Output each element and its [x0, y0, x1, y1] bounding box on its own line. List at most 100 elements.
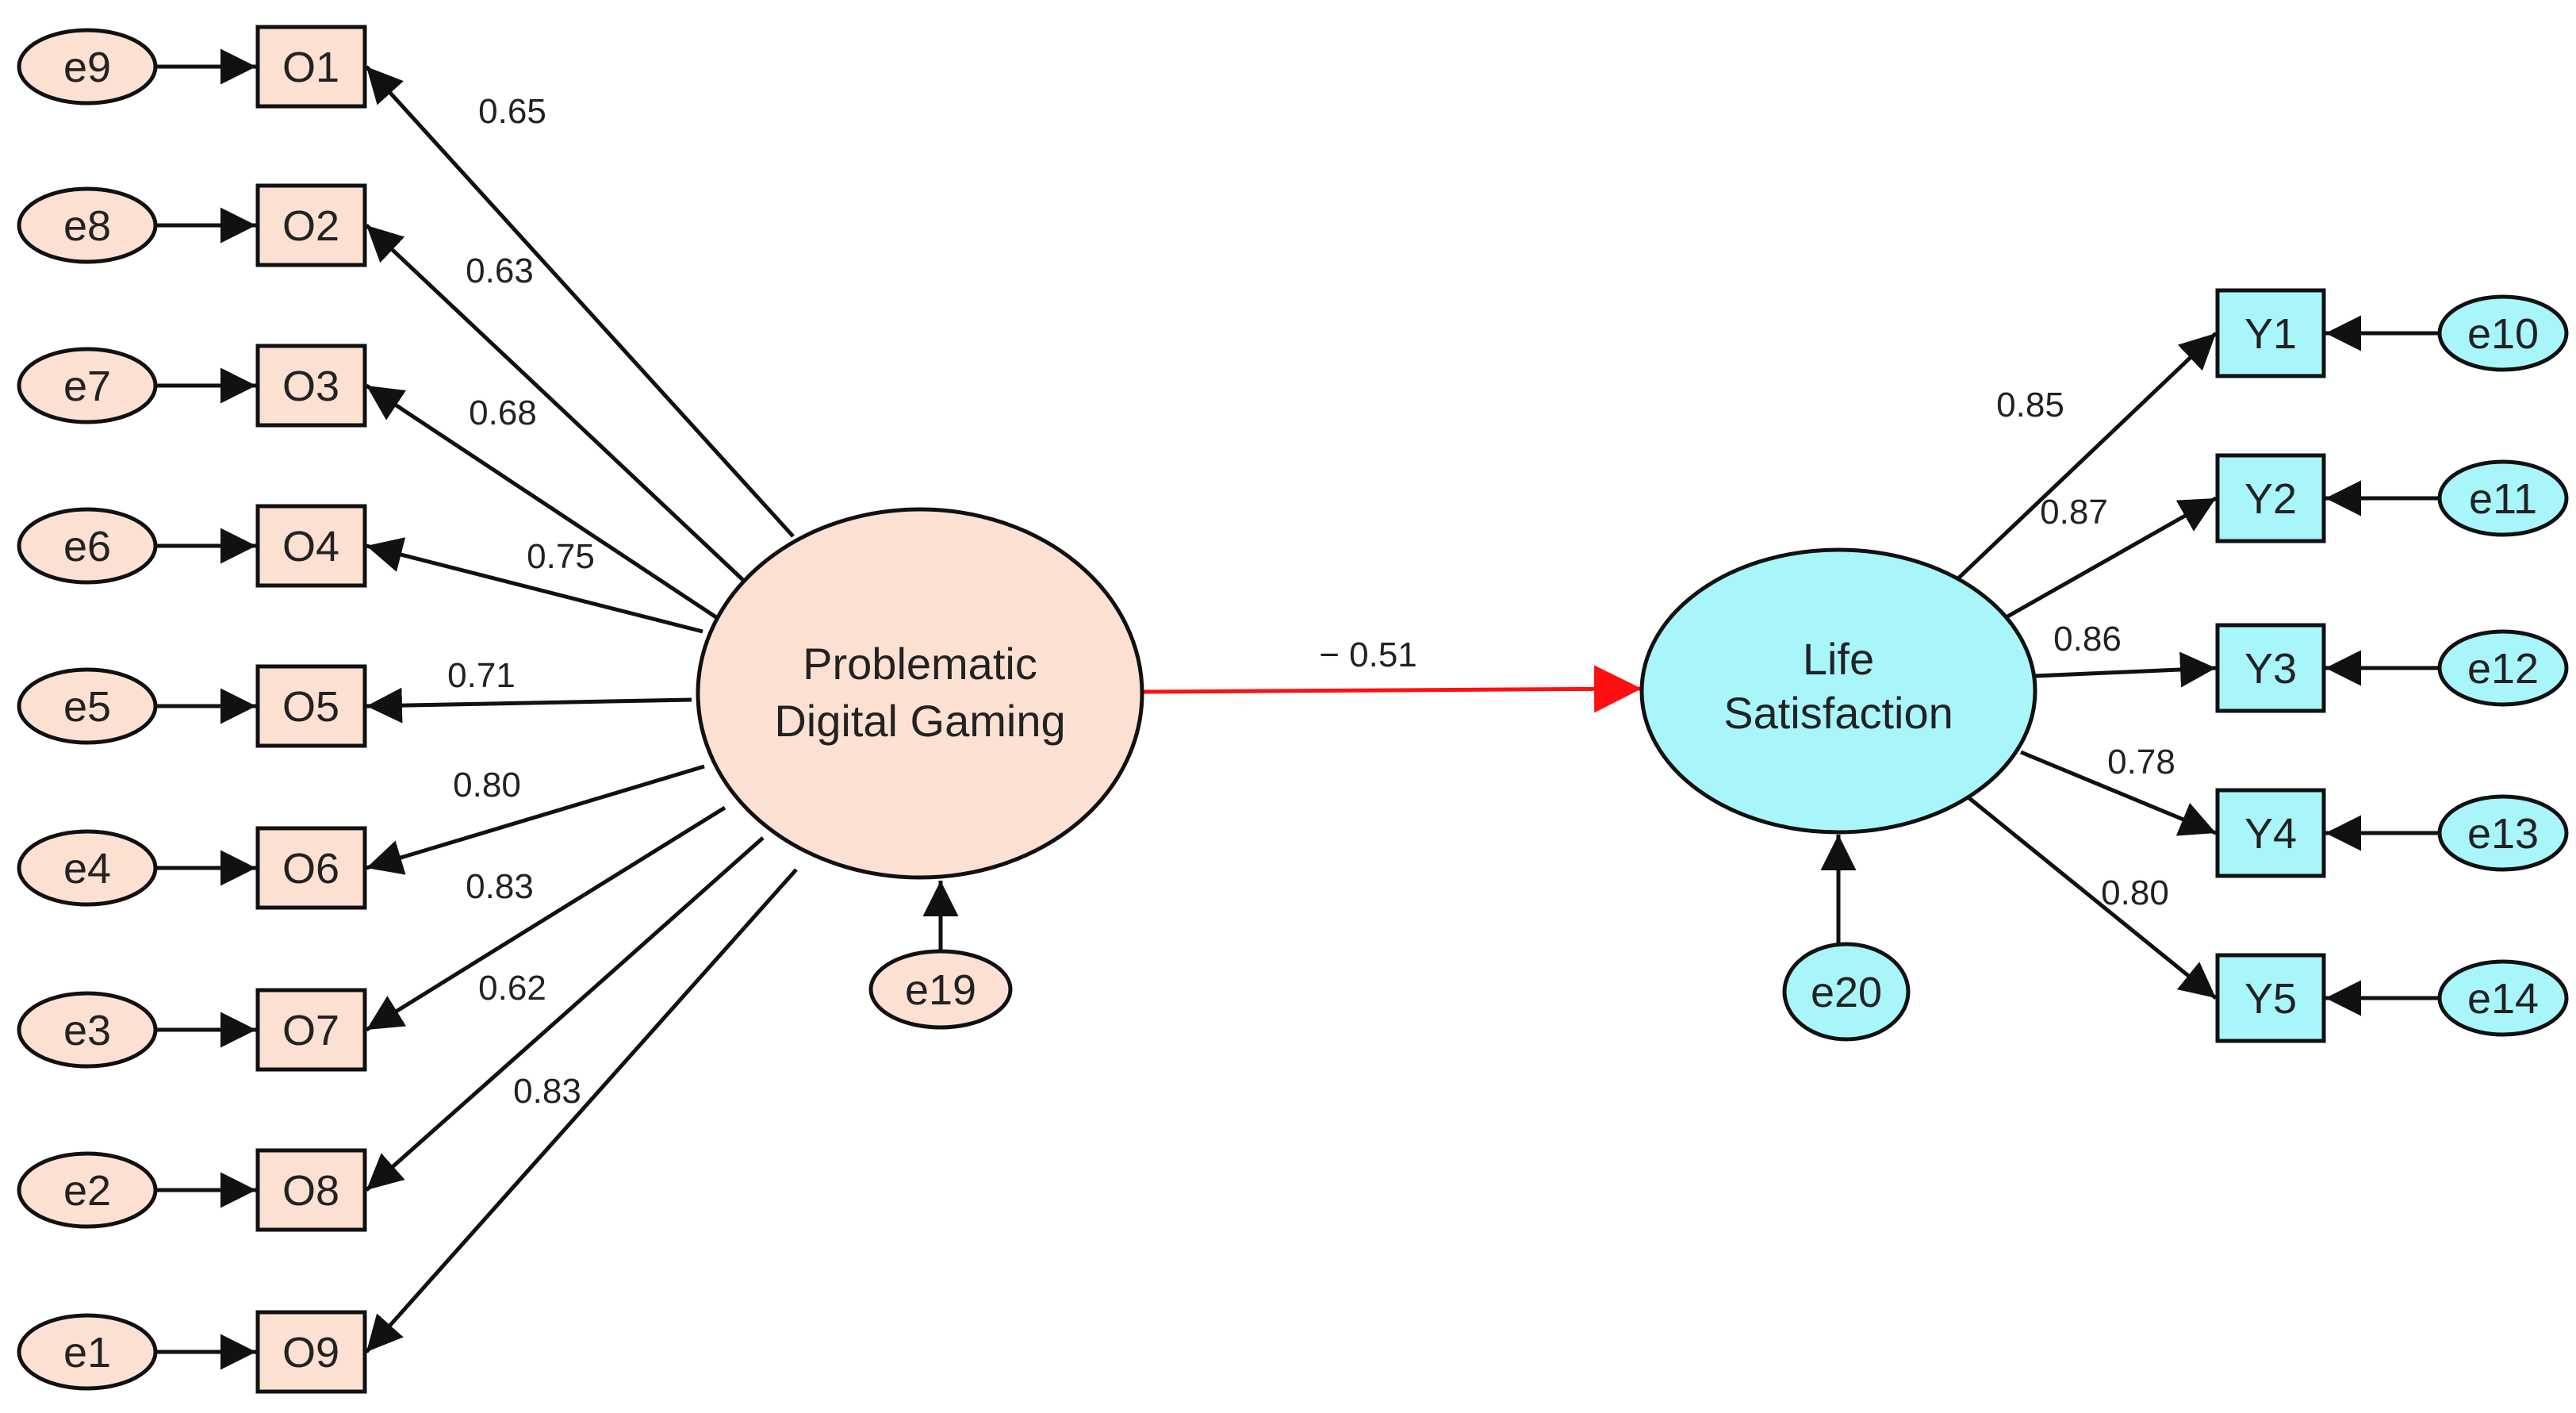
loading-label-y5: 0.80	[2101, 874, 2169, 912]
error-label: e13	[2467, 810, 2539, 858]
loading-label-o9: 0.83	[513, 1072, 581, 1111]
labels-layer: − 0.51 0.650.630.680.750.710.800.830.620…	[447, 92, 2175, 1111]
error-label: e12	[2467, 645, 2539, 693]
indicator-y3[interactable]: Y3	[2215, 623, 2326, 713]
indicator-label: Y2	[2244, 475, 2297, 523]
indicator-box	[255, 344, 367, 428]
error-e4[interactable]: e4	[17, 829, 158, 907]
error-e11[interactable]: e11	[2437, 459, 2569, 537]
error-e20-ellipse	[1782, 942, 1911, 1042]
latent-ls-ellipse	[1639, 547, 2037, 835]
structural-path-coefficient: − 0.51	[1319, 635, 1417, 674]
indicator-o7[interactable]: O7	[255, 988, 367, 1072]
error-label: e3	[63, 1007, 111, 1054]
error-ellipse	[17, 991, 158, 1069]
loading-label-o5: 0.71	[447, 656, 516, 695]
loading-label-o4: 0.75	[527, 537, 595, 576]
latent-pdg-label-line2: Digital Gaming	[774, 696, 1065, 746]
loading-label-o3: 0.68	[469, 394, 537, 432]
indicator-label: O2	[282, 202, 339, 250]
indicator-label: O8	[282, 1167, 339, 1215]
indicator-o8[interactable]: O8	[255, 1148, 367, 1232]
error-ellipse	[2437, 629, 2569, 707]
indicator-box	[2215, 953, 2326, 1043]
error-label: e1	[63, 1329, 111, 1377]
error-e9[interactable]: e9	[17, 28, 158, 106]
indicator-box	[255, 664, 367, 748]
indicator-o2[interactable]: O2	[255, 183, 367, 267]
error-e20-label: e20	[1811, 969, 1882, 1016]
indicator-o6[interactable]: O6	[255, 826, 367, 910]
error-e3[interactable]: e3	[17, 991, 158, 1069]
error-e19[interactable]: e19	[868, 949, 1013, 1030]
error-e8[interactable]: e8	[17, 186, 158, 264]
indicator-box	[255, 1148, 367, 1232]
loading-label-y2: 0.87	[2040, 493, 2108, 532]
indicator-box	[2215, 453, 2326, 543]
error-e14[interactable]: e14	[2437, 959, 2569, 1037]
loading-label-o7: 0.83	[466, 867, 534, 906]
nodes-layer: Problematic Digital Gaming Life Satisfac…	[17, 25, 2569, 1394]
error-label: e4	[63, 845, 111, 893]
error-ellipse	[17, 507, 158, 585]
indicator-o5[interactable]: O5	[255, 664, 367, 748]
indicator-label: O9	[282, 1329, 339, 1377]
error-ellipse	[2437, 794, 2569, 872]
indicator-y5[interactable]: Y5	[2215, 953, 2326, 1043]
indicator-label: Y3	[2244, 645, 2297, 693]
error-label: e2	[63, 1167, 111, 1215]
error-ellipse	[17, 667, 158, 745]
indicator-label: O1	[282, 44, 339, 91]
error-e13[interactable]: e13	[2437, 794, 2569, 872]
error-e7[interactable]: e7	[17, 347, 158, 424]
indicator-box	[255, 826, 367, 910]
loading-arrow-o5	[366, 687, 692, 724]
error-e5[interactable]: e5	[17, 667, 158, 745]
error-e2[interactable]: e2	[17, 1151, 158, 1229]
loading-arrow-o2	[365, 224, 747, 584]
indicator-o9[interactable]: O9	[255, 1310, 367, 1394]
indicator-y2[interactable]: Y2	[2215, 453, 2326, 543]
loading-label-y1: 0.85	[1996, 386, 2064, 424]
error-ellipse	[17, 1151, 158, 1229]
loading-arrow-o3	[365, 383, 725, 624]
indicator-y4[interactable]: Y4	[2215, 788, 2326, 878]
indicator-box	[2215, 288, 2326, 378]
error-e20[interactable]: e20	[1782, 942, 1911, 1042]
indicator-o4[interactable]: O4	[255, 504, 367, 588]
loading-arrow-o1	[365, 65, 795, 538]
indicator-box	[255, 1310, 367, 1394]
loading-arrow-o8	[365, 836, 765, 1192]
error-e10[interactable]: e10	[2437, 294, 2569, 372]
loading-arrow-y2	[2002, 496, 2218, 621]
latent-pdg-label-line1: Problematic	[803, 639, 1037, 689]
loading-arrow-y4	[2020, 750, 2217, 836]
error-e1[interactable]: e1	[17, 1313, 158, 1391]
loading-arrow-o4	[366, 537, 703, 634]
latent-ls-label-line2: Satisfaction	[1723, 688, 1953, 738]
edges-layer	[155, 48, 2440, 1370]
indicator-o3[interactable]: O3	[255, 344, 367, 428]
error-ellipse	[17, 1313, 158, 1391]
loading-arrow-o7	[365, 805, 726, 1032]
loading-arrow-y1	[1956, 332, 2218, 581]
indicator-box	[255, 988, 367, 1072]
error-ellipse	[2437, 459, 2569, 537]
latent-life-satisfaction[interactable]: Life Satisfaction	[1639, 547, 2037, 835]
indicator-label: O3	[282, 363, 339, 410]
error-e19-label: e19	[905, 966, 976, 1014]
indicator-o1[interactable]: O1	[255, 25, 367, 109]
indicator-label: O5	[282, 683, 339, 731]
error-e6[interactable]: e6	[17, 507, 158, 585]
indicator-label: O4	[282, 523, 339, 570]
error-e12[interactable]: e12	[2437, 629, 2569, 707]
error-label: e10	[2467, 310, 2539, 358]
loading-arrow-o6	[366, 764, 705, 875]
latent-problematic-digital-gaming[interactable]: Problematic Digital Gaming	[696, 507, 1144, 880]
indicator-y1[interactable]: Y1	[2215, 288, 2326, 378]
error-ellipse	[17, 28, 158, 106]
error-label: e6	[63, 523, 111, 570]
indicator-box	[2215, 788, 2326, 878]
indicator-label: O7	[282, 1007, 339, 1054]
